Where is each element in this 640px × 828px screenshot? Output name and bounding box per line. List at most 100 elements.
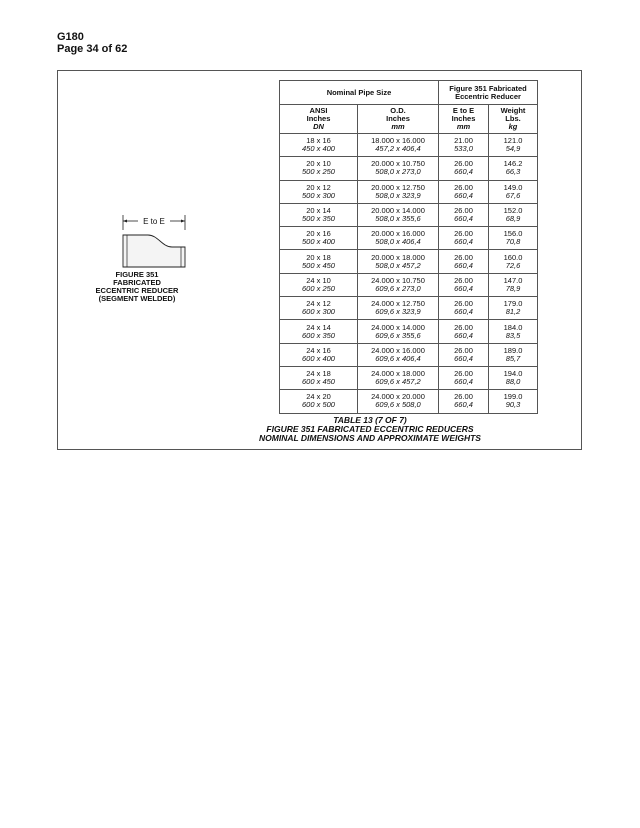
cell-metric: 660,4 bbox=[454, 353, 473, 363]
column-header-line: mm bbox=[456, 122, 471, 131]
column-header-line: Inches bbox=[306, 114, 331, 123]
cell-metric: 660,4 bbox=[454, 167, 473, 177]
cell-metric: 500 x 300 bbox=[302, 190, 335, 200]
cell-imperial: 20.000 x 12.750 bbox=[371, 182, 425, 192]
column-header-line: Weight bbox=[500, 106, 526, 115]
column-header-line: O.D. bbox=[390, 106, 406, 115]
cell-imperial: 20.000 x 14.000 bbox=[371, 206, 425, 216]
column-header-line: Inches bbox=[451, 114, 476, 123]
cell-metric: 660,4 bbox=[454, 283, 473, 293]
cell-metric: 66,3 bbox=[505, 167, 521, 177]
column-header-line: kg bbox=[508, 122, 518, 131]
figure-caption-line: ECCENTRIC REDUCER bbox=[95, 286, 179, 295]
cell-imperial: 179.0 bbox=[503, 299, 523, 309]
cell-metric: 67,6 bbox=[505, 190, 521, 200]
cell-imperial: 26.00 bbox=[454, 369, 473, 379]
cell-imperial: 152.0 bbox=[503, 206, 523, 216]
cell-imperial: 20.000 x 10.750 bbox=[371, 159, 425, 169]
cell-imperial: 147.0 bbox=[503, 275, 523, 285]
figure-caption-line: FIGURE 351 bbox=[115, 270, 159, 279]
cell-metric: 600 x 450 bbox=[302, 377, 335, 387]
cell-metric: 85,7 bbox=[505, 353, 521, 363]
cell-imperial: 18.000 x 16.000 bbox=[371, 136, 425, 146]
cell-imperial: 24 x 12 bbox=[306, 299, 331, 309]
cell-metric: 600 x 350 bbox=[302, 330, 335, 340]
cell-metric: 500 x 450 bbox=[302, 260, 335, 270]
column-header-line: ANSI bbox=[309, 106, 328, 115]
cell-metric: 660,4 bbox=[454, 377, 473, 387]
cell-metric: 609,6 x 273,0 bbox=[375, 283, 421, 293]
figure-caption-line: FABRICATED bbox=[113, 278, 161, 287]
cell-metric: 508,0 x 273,0 bbox=[375, 167, 421, 177]
cell-metric: 609,6 x 457,2 bbox=[375, 377, 421, 387]
cell-metric: 508,0 x 457,2 bbox=[375, 260, 421, 270]
cell-metric: 450 x 400 bbox=[302, 144, 335, 154]
content-frame bbox=[57, 70, 582, 450]
caption-line: TABLE 13 (7 OF 7) bbox=[333, 415, 407, 425]
cell-metric: 90,3 bbox=[505, 400, 521, 410]
column-header-line: E to E bbox=[452, 106, 475, 115]
cell-imperial: 24.000 x 18.000 bbox=[371, 369, 425, 379]
cell-metric: 660,4 bbox=[454, 237, 473, 247]
document-id: G180 bbox=[57, 31, 84, 43]
cell-imperial: 26.00 bbox=[454, 275, 473, 285]
cell-metric: 533,0 bbox=[454, 144, 473, 154]
table-caption: TABLE 13 (7 OF 7) FIGURE 351 FABRICATED … bbox=[150, 416, 590, 443]
cell-metric: 660,4 bbox=[454, 260, 473, 270]
column-header-line: DN bbox=[313, 122, 324, 131]
cell-metric: 54,9 bbox=[505, 144, 521, 154]
cell-metric: 600 x 300 bbox=[302, 307, 335, 317]
cell-imperial: 156.0 bbox=[503, 229, 523, 239]
cell-imperial: 24 x 10 bbox=[306, 275, 331, 285]
cell-metric: 68,9 bbox=[505, 214, 521, 224]
cell-imperial: 26.00 bbox=[454, 182, 473, 192]
cell-imperial: 21.00 bbox=[454, 136, 473, 146]
cell-metric: 660,4 bbox=[454, 214, 473, 224]
cell-metric: 70,8 bbox=[505, 237, 521, 247]
eccentric-reducer-drawing: E to E bbox=[122, 215, 186, 268]
group-header-nominal-pipe-size: Nominal Pipe Size bbox=[279, 80, 439, 105]
cell-imperial: 26.00 bbox=[454, 392, 473, 402]
cell-imperial: 189.0 bbox=[503, 345, 523, 355]
cell-metric: 660,4 bbox=[454, 307, 473, 317]
cell-metric: 78,9 bbox=[505, 283, 521, 293]
cell-imperial: 146.2 bbox=[503, 159, 523, 169]
cell-imperial: 24.000 x 12.750 bbox=[371, 299, 425, 309]
cell-metric: 508,0 x 323,9 bbox=[375, 190, 421, 200]
cell-imperial: 20 x 12 bbox=[306, 182, 331, 192]
